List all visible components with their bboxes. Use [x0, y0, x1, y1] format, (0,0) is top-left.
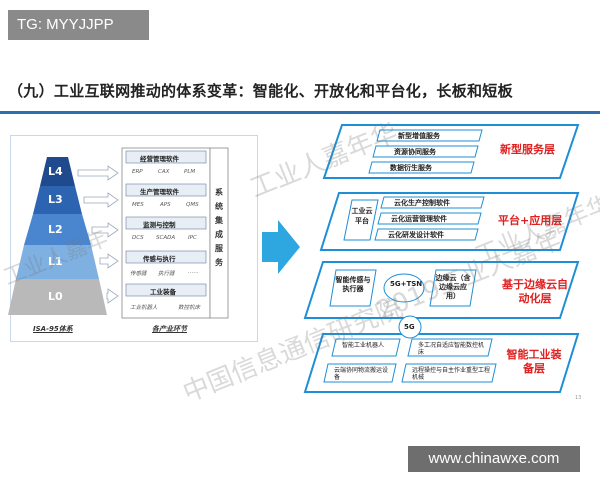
- pyramid-label-l2: L2: [48, 223, 63, 236]
- layer4-boxes: [323, 338, 497, 383]
- layer-frame-1: [322, 124, 580, 179]
- l1-item-1: 新型增值服务: [398, 132, 440, 140]
- col-box-3: [125, 216, 207, 230]
- column-title: 经营管理软件: [140, 155, 179, 163]
- column-sub: 传感器: [130, 271, 147, 277]
- layer-frame-4: [303, 333, 580, 393]
- pyramid-l1: [16, 245, 99, 279]
- column-sub: IPC: [188, 235, 197, 241]
- column-sub: SCADA: [156, 235, 176, 241]
- column-sub: APS: [160, 202, 171, 208]
- column-sub: QMS: [186, 202, 199, 208]
- l4-box-2: [407, 338, 493, 357]
- l2-side: 工业云平台: [351, 207, 373, 225]
- arrow-l1: [99, 253, 119, 269]
- isa95-caption: ISA-95体系: [33, 325, 73, 333]
- l4-box-3: [323, 363, 397, 383]
- l1-item-2: 资源协同服务: [394, 148, 436, 156]
- arrow-l4: [77, 165, 119, 181]
- layer1-title: 新型服务层: [500, 143, 555, 156]
- l3-right-box: [429, 269, 477, 307]
- l2-item-1: 云化生产控制软件: [394, 199, 450, 207]
- column-title: 工业装备: [150, 288, 176, 296]
- l2-box-1: [380, 196, 485, 209]
- layer-frames: [303, 124, 580, 393]
- column-sub: 数控机床: [178, 305, 201, 311]
- layer3-title: 基于边缘云自动化层: [502, 278, 568, 305]
- col-box-4: [125, 250, 207, 264]
- l2-box-2: [377, 212, 482, 225]
- footer-url: www.chinawxe.com: [408, 446, 580, 472]
- l3-center-node: [383, 273, 425, 303]
- l3-5g-label: 5G: [404, 323, 415, 331]
- l3-5g-node: [398, 315, 422, 339]
- column-sub: ERP: [132, 169, 143, 175]
- l4-box-1: [331, 338, 401, 357]
- system-integration-label: 系统集成服务: [215, 188, 223, 267]
- l1-box-2: [372, 145, 479, 158]
- column-title: 监测与控制: [143, 221, 176, 229]
- pyramid-label-l4: L4: [48, 165, 63, 178]
- l1-item-3: 数据衍生服务: [390, 164, 432, 172]
- page-number: 13: [575, 395, 582, 401]
- col-box-2: [125, 183, 207, 197]
- layer2-title: 平台+应用层: [498, 214, 563, 227]
- pyramid-label-l0: L0: [48, 290, 63, 303]
- l3-left-box: [329, 269, 377, 307]
- arrow-l2: [91, 222, 119, 238]
- big-arrow: [262, 220, 300, 274]
- arrow-l0: [106, 288, 119, 304]
- industry-caption: 各产业环节: [152, 325, 187, 333]
- column-sub: 工业机器人: [130, 305, 158, 311]
- l4-item-3: 云端协同物流搬运设备: [334, 367, 389, 381]
- title-divider: [0, 111, 600, 114]
- l2-item-3: 云化研发设计软件: [388, 231, 444, 239]
- l4-item-2: 多工况自适应智能数控机床: [418, 342, 485, 356]
- layer-frame-3: [303, 261, 580, 319]
- col-box-1: [125, 150, 207, 164]
- layer-frame-2: [319, 192, 580, 251]
- vertical-box: [209, 147, 229, 319]
- l2-side-box: [343, 199, 379, 241]
- column-sub: MES: [132, 202, 144, 208]
- pyramid-l0: [8, 279, 107, 315]
- l4-box-4: [401, 363, 497, 383]
- column-title: 生产管理软件: [140, 188, 179, 196]
- arrow-group: [77, 165, 119, 304]
- l3-center: 5G+TSN: [390, 280, 423, 288]
- layer2-boxes: [343, 196, 485, 241]
- source-tag: TG: MYYJJPP: [8, 10, 149, 40]
- column-header-boxes: [125, 150, 207, 297]
- l2-box-3: [374, 228, 479, 241]
- l3-left: 智能传感与执行器: [335, 276, 371, 293]
- column-sub: ……: [188, 269, 199, 275]
- l2-item-2: 云化运营管理软件: [391, 215, 447, 223]
- column-sub: 执行器: [158, 271, 175, 277]
- column-sub: DCS: [132, 235, 144, 241]
- column-sub: CAX: [158, 169, 170, 175]
- l4-item-1: 智能工业机器人: [342, 342, 385, 349]
- layer4-title: 智能工业装备层: [506, 348, 562, 375]
- column-sub: PLM: [184, 169, 196, 175]
- l1-box-3: [368, 161, 475, 174]
- pyramid-l2: [24, 214, 91, 245]
- l3-right: 边缘云（含边缘云应用）: [435, 274, 471, 300]
- layer3-boxes: [329, 269, 477, 307]
- col-box-5: [125, 283, 207, 297]
- l1-box-1: [376, 129, 483, 142]
- arrow-l3: [83, 192, 119, 208]
- pyramid-label-l3: L3: [48, 193, 63, 206]
- pyramid-l3: [33, 186, 82, 214]
- column-title: 传感与执行: [143, 255, 176, 263]
- pyramid-l4: [40, 157, 75, 186]
- page-title: （九）工业互联网推动的体系变革：智能化、开放化和平台化，长板和短板: [8, 82, 513, 100]
- pyramid-label-l1: L1: [48, 255, 63, 268]
- l4-item-4: 远程操控与自主作业重型工程机械: [412, 367, 491, 381]
- layer1-boxes: [368, 129, 483, 174]
